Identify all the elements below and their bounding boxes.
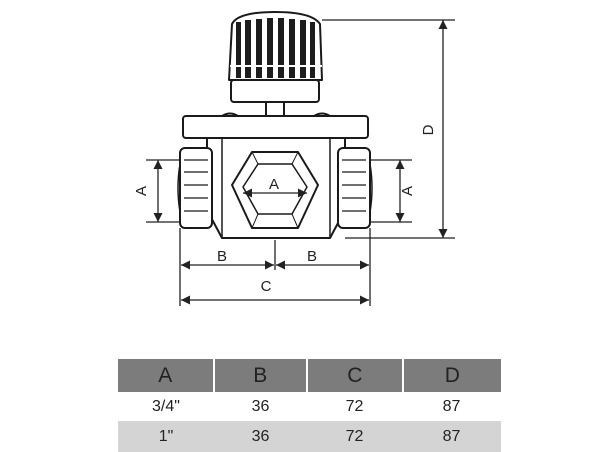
- handle-knob-icon: [228, 11, 323, 81]
- table-cell: 87: [442, 427, 461, 445]
- right-port-nut: [337, 147, 371, 229]
- header-cell-a: A: [158, 363, 173, 387]
- valve-technical-drawing: A A A D B B C: [133, 11, 455, 306]
- dimension-label-c: C: [261, 278, 272, 295]
- dimension-label-a-right: A: [399, 186, 416, 196]
- dimension-label-d: D: [420, 124, 437, 135]
- dimension-label-a-left: A: [133, 186, 150, 196]
- table-row: 1" 36 72 87: [118, 421, 501, 452]
- table-cell: 1": [158, 427, 174, 445]
- knob-collar: [230, 79, 320, 103]
- bonnet-plate: [182, 115, 369, 139]
- header-cell-b: B: [212, 359, 307, 392]
- table-row: 3/4" 36 72 87: [118, 392, 501, 421]
- table-cell: 72: [345, 397, 364, 415]
- dimension-label-b-right: B: [307, 248, 317, 265]
- table-header-row: A B C D: [118, 359, 501, 392]
- dimension-label-a-center: A: [269, 176, 279, 193]
- table-cell: 72: [345, 427, 364, 445]
- header-cell-c: C: [306, 359, 402, 392]
- header-cell-d: D: [401, 359, 501, 392]
- table-cell: 36: [251, 397, 270, 415]
- left-port-nut: [179, 147, 213, 229]
- table-cell: 3/4": [152, 397, 180, 415]
- dimensions-table: A B C D 3/4" 36 72 87 1" 36 72 87: [118, 359, 501, 452]
- valve-stem: [265, 101, 285, 117]
- dimension-lines: [146, 19, 455, 306]
- table-cell: 36: [251, 427, 270, 445]
- dimension-label-b-left: B: [217, 248, 227, 265]
- knob-grip-ribs: [236, 18, 315, 78]
- table-cell: 87: [442, 397, 461, 415]
- valve-body: [177, 11, 373, 239]
